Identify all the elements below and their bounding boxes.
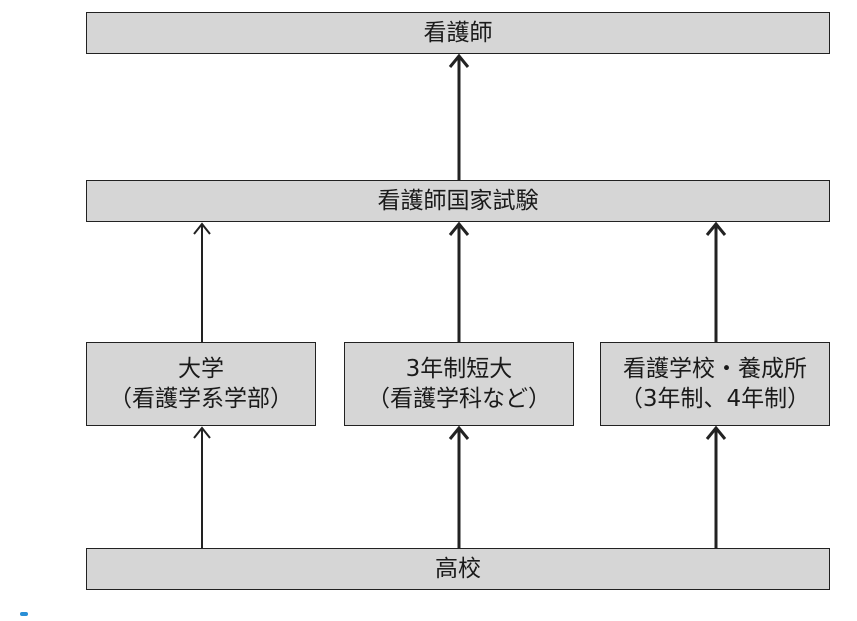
nursing-school-sublabel: （3年制、4年制） [619, 386, 811, 412]
corner-marker [20, 612, 28, 616]
arrowhead-exam-to-nurse [448, 53, 470, 68]
junior-college-label: 3年制短大 [405, 356, 513, 382]
junior-college-sublabel: （看護学科など） [367, 386, 551, 412]
nurse-box: 看護師 [86, 12, 830, 54]
junior-college-box: 3年制短大 （看護学科など） [344, 342, 574, 426]
high-school-box: 高校 [86, 548, 830, 590]
arrowhead-highschool-to-junior [448, 425, 470, 440]
national-exam-label: 看護師国家試験 [377, 188, 539, 214]
university-box: 大学 （看護学系学部） [86, 342, 316, 426]
arrowhead-highschool-to-school [705, 425, 727, 440]
university-label: 大学 [178, 356, 224, 382]
arrowhead-junior-to-exam [448, 221, 470, 236]
university-sublabel: （看護学系学部） [109, 386, 293, 412]
national-exam-box: 看護師国家試験 [86, 180, 830, 222]
nursing-school-label: 看護学校・養成所 [623, 356, 807, 382]
nursing-school-box: 看護学校・養成所 （3年制、4年制） [600, 342, 830, 426]
nurse-label: 看護師 [423, 20, 493, 46]
arrowhead-highschool-to-univ [193, 426, 211, 439]
high-school-label: 高校 [435, 556, 481, 582]
arrowhead-univ-to-exam [193, 222, 211, 235]
arrowhead-school-to-exam [705, 221, 727, 236]
